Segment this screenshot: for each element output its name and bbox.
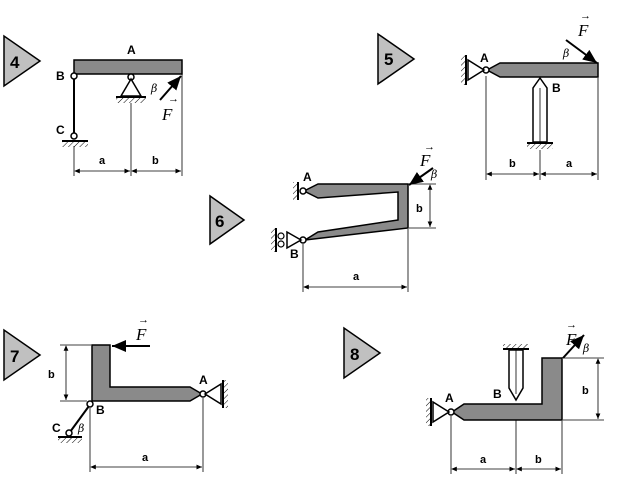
vector-arrow-symbol: → [138, 314, 149, 326]
force-arrow [159, 75, 182, 101]
problem-number-badge [377, 32, 416, 86]
pin-support [467, 58, 486, 82]
point-label-a: A [127, 43, 136, 57]
point-label-a: A [303, 170, 312, 184]
point-label-b: B [290, 247, 299, 261]
force-label: F [577, 21, 589, 40]
force-label: F [565, 330, 577, 349]
point-label-a: A [445, 391, 454, 405]
force-arrow [408, 167, 434, 186]
dimension-label: a [353, 271, 360, 283]
hinge-b [70, 72, 78, 80]
dimension-label: b [48, 369, 55, 381]
problem-number: 4 [10, 53, 20, 72]
dimension-label: a [142, 452, 149, 464]
problem-number-badge [209, 194, 246, 246]
wall-hatch [293, 182, 298, 200]
problem-5: 5 A B β F → b a [377, 10, 599, 180]
problem-number: 5 [384, 50, 393, 69]
dimension-label: a [99, 155, 106, 167]
problem-number: 6 [215, 212, 224, 231]
bracket [302, 183, 409, 241]
wall-hatch [426, 398, 431, 426]
angle-label: β [430, 168, 437, 181]
angle-label: β [150, 82, 157, 95]
hinge-b [86, 400, 94, 408]
point-label-b: B [96, 403, 105, 417]
rod-bc [69, 405, 90, 433]
point-label-b: B [493, 387, 502, 401]
point-label-b: B [56, 69, 65, 83]
ground-hatch [58, 438, 82, 443]
wall-hatch [271, 228, 276, 252]
ground-hatch [527, 144, 553, 149]
l-bracket [450, 357, 563, 421]
ground-hatch [62, 142, 88, 147]
angle-label: β [562, 47, 569, 60]
dimension-label: b [535, 454, 542, 466]
dimension-label: a [480, 454, 487, 466]
force-label: F [135, 325, 147, 344]
dimension-label: a [566, 158, 573, 170]
hinge-a [299, 187, 307, 195]
point-label-b: B [552, 81, 561, 95]
problem-number: 7 [10, 347, 19, 366]
problem-number-badge [3, 34, 42, 88]
problem-number: 8 [350, 345, 359, 364]
pin-support [203, 382, 222, 406]
problem-4: 4 A B C β F → a b [3, 34, 183, 176]
point-label-a: A [199, 373, 208, 387]
problem-number-badge [3, 328, 42, 382]
hinge-c [65, 429, 73, 437]
roller-wheel [277, 232, 285, 240]
force-arrow [562, 334, 585, 359]
force-label: F [161, 105, 173, 124]
roller-support [286, 230, 303, 250]
wall-hatch [223, 380, 228, 408]
problem-number-badge [343, 326, 382, 380]
pin-support [119, 77, 143, 97]
vector-arrow-symbol: → [168, 93, 179, 105]
angle-label: β [77, 422, 84, 435]
angle-label: β [582, 342, 589, 355]
beam [485, 62, 599, 78]
ground-hatch [116, 98, 146, 103]
beam [73, 59, 183, 75]
point-label-c: C [52, 421, 61, 435]
ground-hatch [503, 344, 529, 349]
dimension-label: b [582, 385, 589, 397]
vector-arrow-symbol: → [580, 10, 591, 22]
wall-hatch [461, 55, 466, 85]
hinge-c [70, 132, 78, 140]
vector-arrow-symbol: → [424, 141, 435, 153]
problem-8: 8 A B β F → b a b [343, 319, 604, 474]
point-label-a: A [480, 51, 489, 65]
pin-support [432, 400, 451, 424]
vector-arrow-symbol: → [566, 319, 577, 331]
dimension-label: b [509, 158, 516, 170]
force-arrow [565, 39, 598, 64]
problem-7: 7 A B C β F → b a [3, 314, 228, 472]
l-bracket [91, 344, 204, 402]
dimension-label: b [152, 155, 159, 167]
point-label-c: C [56, 123, 65, 137]
roller-wheel [277, 240, 285, 248]
dimension-label: b [416, 203, 423, 215]
force-label: F [419, 151, 431, 170]
problem-6: 6 A B β F → b a [209, 141, 437, 292]
